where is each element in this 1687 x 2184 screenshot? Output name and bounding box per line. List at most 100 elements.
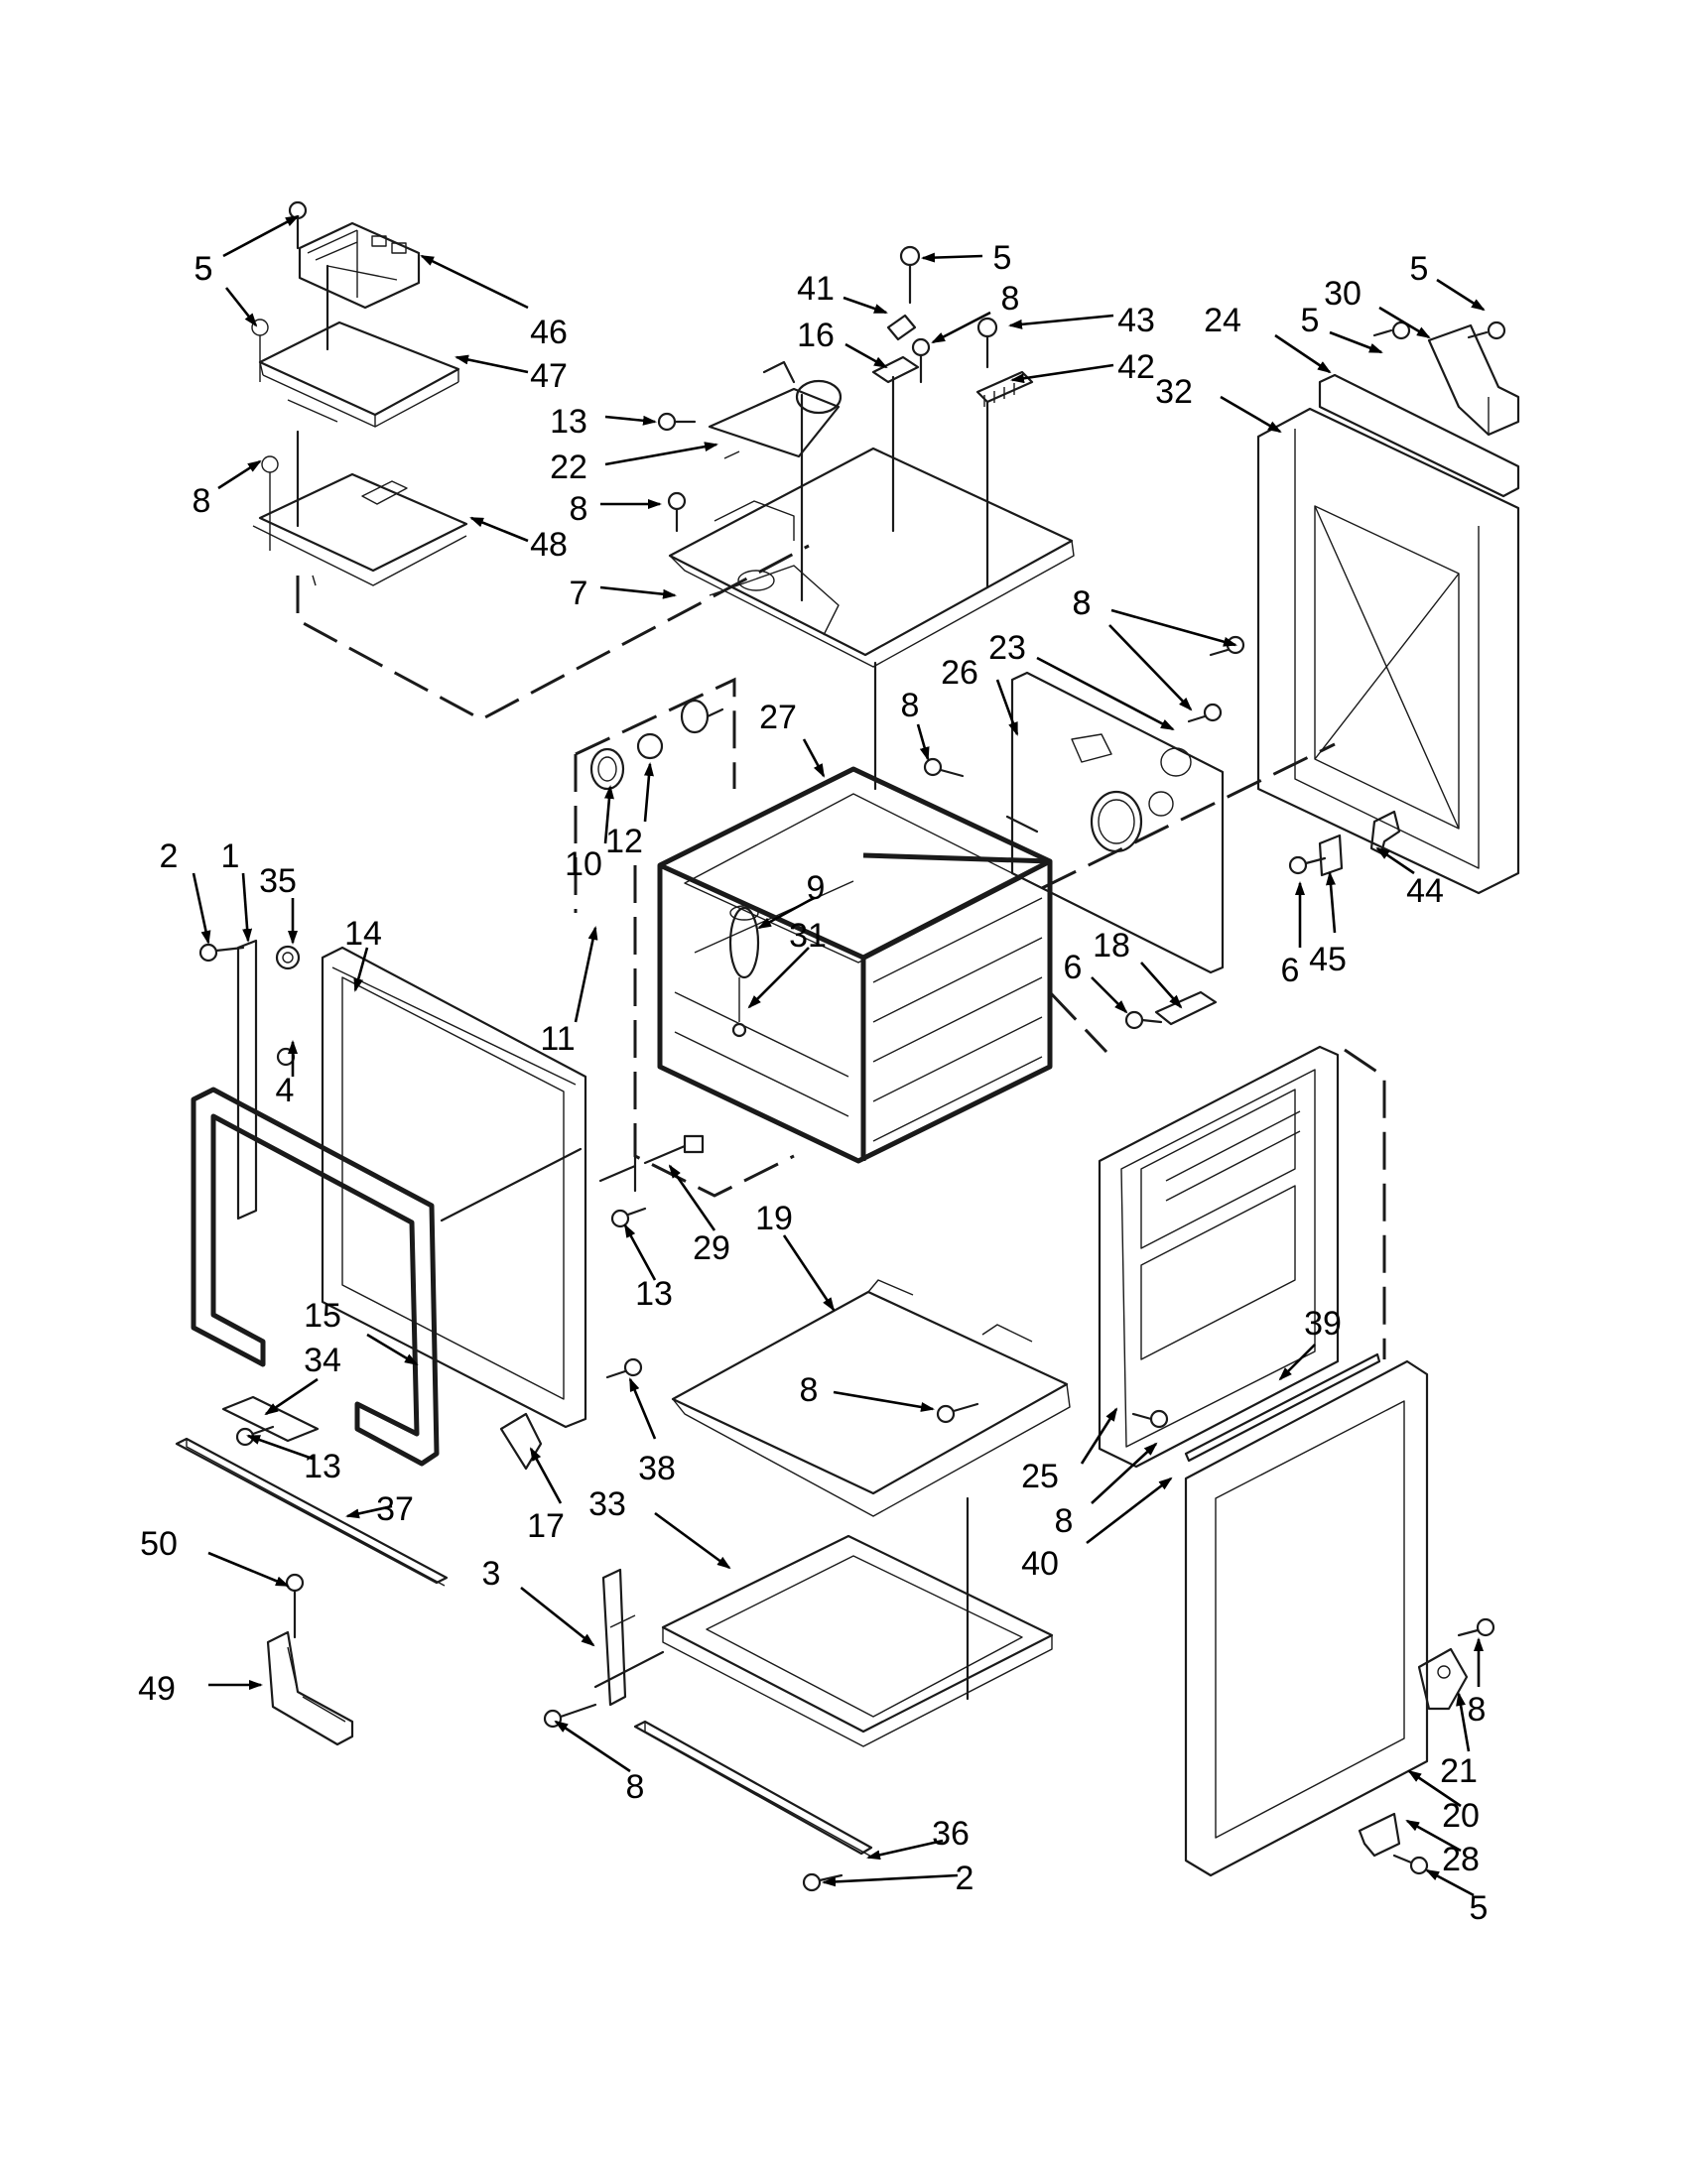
part-number-label: 1 [221,837,240,875]
leader-arrow [207,1551,290,1588]
switch-part [871,314,1034,407]
part-number-label: 39 [1304,1305,1342,1343]
part-number-label: 31 [789,917,827,955]
callout-c24: 24 [1204,302,1332,374]
leader-arrow [353,947,369,992]
callout-c36: 36 [866,1815,970,1861]
part-number-label: 47 [530,357,568,395]
callout-c20: 20 [1407,1769,1480,1835]
leader-arrow [420,254,529,310]
callout-c13c: 13 [246,1434,341,1485]
callout-c1: 1 [221,837,253,943]
part-number-label: 4 [276,1072,295,1109]
part-number-label: 10 [565,845,602,883]
screw-icons [198,245,1506,1892]
part-number-label: 18 [1093,927,1130,964]
leader-arrow [604,442,718,466]
part-number-label: 15 [304,1297,341,1335]
callout-c10: 10 [565,785,614,883]
part-number-label: 12 [605,823,643,860]
leader-arrow [628,1377,657,1440]
leader-arrow [1456,1692,1471,1752]
callout-c32: 32 [1155,373,1282,434]
callout-c14: 14 [344,915,382,992]
callout-c39: 39 [1278,1305,1342,1381]
leader-arrow [1278,1344,1316,1381]
callout-c6b: 6 [1281,881,1305,989]
callout-c8h: 8 [1055,1442,1158,1540]
callout-c8i: 8 [554,1720,645,1806]
part-number-label: 8 [800,1371,819,1409]
part-number-label: 8 [193,482,211,520]
broil-bracket-part [266,1630,354,1746]
callout-c17: 17 [527,1447,565,1545]
leader-arrow [921,252,983,263]
part-number-label: 30 [1324,275,1362,313]
part-number-label: 5 [993,239,1012,277]
callout-c5f: 5 [1425,1868,1488,1927]
part-number-label: 2 [160,837,179,875]
leader-arrow [574,926,598,1023]
callout-c8e: 8 [1073,584,1193,711]
part-number-label: 40 [1021,1545,1059,1583]
leader-arrow [1407,1769,1462,1808]
part-number-label: 17 [527,1507,565,1545]
leader-arrow [1436,278,1486,312]
part-number-label: 38 [638,1450,676,1487]
callout-c40: 40 [1021,1477,1173,1583]
callout-c5b: 5 [195,250,258,327]
right-side-panel-part [1098,1045,1340,1469]
part-number-label: 50 [140,1525,178,1563]
leader-arrow [1425,1868,1475,1897]
callout-c5c: 5 [921,239,1012,277]
callout-c22: 22 [550,442,718,486]
leader-arrow [654,1511,731,1570]
trim-part [175,1395,543,1587]
part-number-label: 43 [1117,302,1155,339]
part-number-label: 8 [626,1768,645,1806]
callout-c49: 49 [138,1670,263,1708]
leader-arrow [1405,1819,1462,1853]
callout-c8j: 8 [1468,1637,1486,1729]
callout-c28: 28 [1405,1819,1480,1878]
callout-c2a: 2 [160,837,211,945]
leader-arrow [1036,656,1175,731]
leader-arrow [469,516,529,543]
oven-floor-part [661,1534,1054,1747]
front-frame-part [191,939,587,1467]
callout-c5d: 5 [1410,250,1486,312]
leader-arrow [1326,871,1337,934]
leader-arrow [1378,306,1431,339]
callout-c33: 33 [588,1485,731,1570]
callout-c18: 18 [1093,927,1183,1009]
leader-arrow [217,459,262,490]
leader-arrow [1140,962,1183,1009]
part-number-label: 8 [1073,584,1092,622]
part-number-label: 13 [550,403,587,441]
callout-c7: 7 [570,575,677,612]
callout-c46: 46 [420,254,568,351]
leader-arrow [1220,395,1282,434]
part-number-label: 5 [195,250,213,288]
part-number-label: 36 [932,1815,970,1853]
part-number-label: 24 [1204,302,1241,339]
callout-c48: 48 [469,516,568,564]
side-panel-part [1184,1352,1429,1877]
callout-c16: 16 [797,317,888,369]
igniter-wire-part [598,1134,705,1193]
leader-arrow [192,872,211,945]
callout-c43: 43 [1008,302,1155,339]
callout-c23: 23 [988,629,1175,731]
callout-c5e: 5 [1301,302,1383,354]
callout-c13b: 13 [623,1223,673,1313]
callout-c38: 38 [628,1377,676,1487]
callout-c45: 45 [1309,871,1347,978]
callout-c31: 31 [747,917,827,1009]
part-number-label: 14 [344,915,382,953]
leader-arrow [995,679,1019,736]
leader-arrow [224,287,258,327]
part-number-label: 26 [941,654,978,692]
leader-arrow [520,1586,595,1647]
leader-arrow [241,872,253,943]
